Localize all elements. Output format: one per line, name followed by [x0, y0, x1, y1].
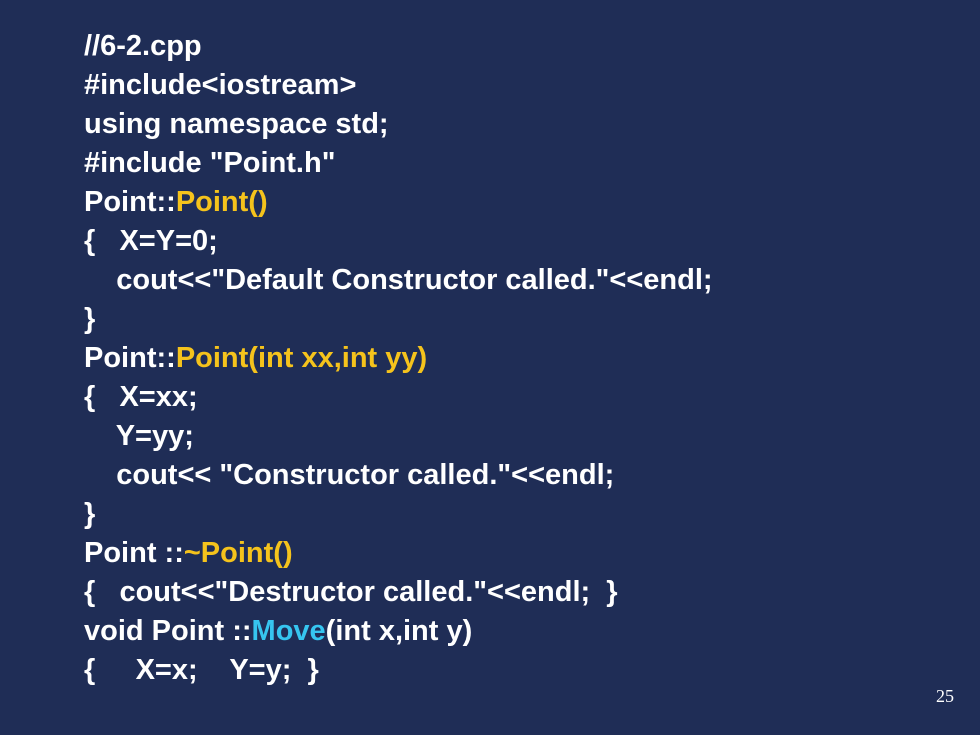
code-line: { X=xx;: [84, 378, 713, 417]
code-line: Y=yy;: [84, 417, 713, 456]
code-text: }: [84, 303, 96, 335]
function-name-highlight: ~Point(): [183, 537, 293, 569]
code-text: Point::: [84, 186, 176, 218]
code-text: Y=yy;: [84, 420, 194, 452]
code-text: using namespace std;: [84, 108, 389, 140]
function-name-highlight: Point(): [175, 186, 268, 218]
code-line: Point::Point(): [84, 183, 713, 222]
code-line: using namespace std;: [84, 105, 713, 144]
code-line: #include<iostream>: [84, 66, 713, 105]
code-text: #include "Point.h": [84, 147, 336, 179]
code-text: { X=x; Y=y; }: [84, 654, 319, 686]
code-line: //6-2.cpp: [84, 27, 713, 66]
page-number: 25: [936, 686, 954, 706]
code-line: }: [84, 495, 713, 534]
code-line: { X=Y=0;: [84, 222, 713, 261]
function-name-highlight: Move: [251, 615, 326, 647]
code-text: { X=Y=0;: [84, 225, 218, 257]
code-line: void Point ::Move(int x,int y): [84, 612, 713, 651]
code-text: { cout<<"Destructor called."<<endl; }: [84, 576, 618, 608]
code-text: void Point ::: [84, 615, 252, 647]
code-text: //6-2.cpp: [84, 30, 202, 62]
code-text: Point ::: [84, 537, 184, 569]
code-line: }: [84, 300, 713, 339]
code-text: (int x,int y): [325, 615, 473, 647]
code-line: { X=x; Y=y; }: [84, 651, 713, 690]
code-text: Point::: [84, 342, 176, 374]
code-text: #include<iostream>: [84, 69, 357, 101]
function-name-highlight: Point(int xx,int yy): [175, 342, 428, 374]
code-line: #include "Point.h": [84, 144, 713, 183]
code-line: Point::Point(int xx,int yy): [84, 339, 713, 378]
code-line: { cout<<"Destructor called."<<endl; }: [84, 573, 713, 612]
code-line: Point ::~Point(): [84, 534, 713, 573]
code-block: //6-2.cpp #include<iostream> using names…: [84, 27, 713, 690]
code-line: cout<<"Default Constructor called."<<end…: [84, 261, 713, 300]
code-text: cout<< "Constructor called."<<endl;: [84, 459, 615, 491]
code-line: cout<< "Constructor called."<<endl;: [84, 456, 713, 495]
code-text: }: [84, 498, 96, 530]
code-text: cout<<"Default Constructor called."<<end…: [84, 264, 713, 296]
code-text: { X=xx;: [84, 381, 198, 413]
